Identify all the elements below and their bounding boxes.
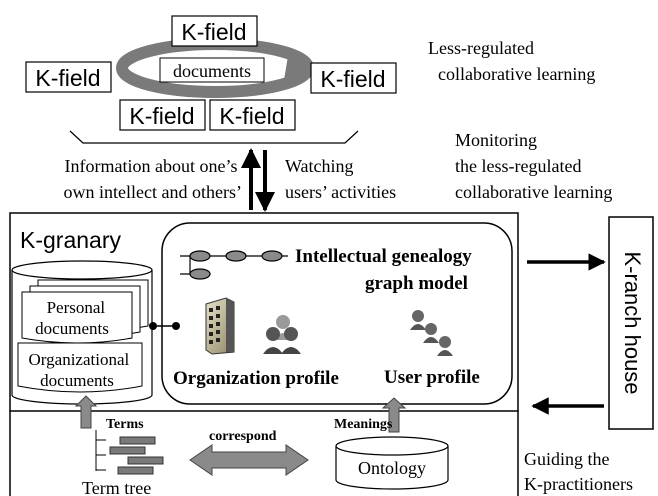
terms-label: Terms <box>106 417 144 432</box>
kfield-label-bottom-left: K-field <box>129 103 194 129</box>
kfield-box-bottom-left <box>119 99 206 131</box>
genealogy-title: Intellectual genealogy graph model <box>295 246 477 294</box>
guiding-caption: Guiding the K-practitioners <box>524 449 633 494</box>
people-group-icon <box>263 315 301 354</box>
term-tree-icon <box>95 430 164 475</box>
documents-label: documents <box>173 61 251 81</box>
info-about-intellect-text: Information about one’s own intellect an… <box>64 156 242 202</box>
ontology-label: Ontology <box>358 458 426 478</box>
ontology-cylinder <box>335 436 449 490</box>
organizational-documents-page <box>17 342 143 393</box>
monitoring-caption: Monitoring the less-regulated collaborat… <box>455 130 612 202</box>
kfield-box-top <box>171 15 258 47</box>
personal-documents-stack <box>21 279 149 344</box>
kfield-box-bottom-right <box>209 99 296 131</box>
personal-documents-label: Personal documents <box>35 298 109 338</box>
organizational-documents-label: Organizational documents <box>29 350 134 390</box>
meanings-label: Meanings <box>334 417 393 432</box>
cycle-arrowhead <box>284 56 312 80</box>
k-granary-title: K-granary <box>20 227 121 253</box>
kfield-label-right: K-field <box>320 66 385 92</box>
kfield-box-right <box>310 62 397 94</box>
documents-box <box>159 57 265 83</box>
correspond-double-arrow <box>189 444 309 476</box>
kfield-box-left <box>25 61 112 93</box>
correspond-label: correspond <box>209 429 277 444</box>
k-ranch-house-label: K-ranch house <box>620 251 645 394</box>
less-regulated-caption: Less-regulated collaborative learning <box>428 38 595 84</box>
kfield-bracket <box>69 130 359 144</box>
watching-users-text: Watching users’ activities <box>285 156 396 202</box>
user-icon <box>410 310 453 356</box>
genealogy-model-box <box>161 222 513 405</box>
terms-up-arrow <box>74 395 98 429</box>
k-granary-box <box>9 212 519 412</box>
term-tree-label: Term tree <box>82 478 151 496</box>
db-model-connector <box>149 322 180 330</box>
building-icon <box>205 297 235 355</box>
organization-profile-label: Organization profile <box>173 368 339 389</box>
user-profile-label: User profile <box>384 367 480 388</box>
kfield-label-left: K-field <box>35 65 100 91</box>
genealogy-graph-icon <box>180 250 288 280</box>
k-ranch-house-box <box>608 216 654 430</box>
kfield-label-bottom-right: K-field <box>219 103 284 129</box>
document-database: Personal documents Organizational docume… <box>11 260 153 405</box>
meanings-up-arrow <box>381 397 407 433</box>
kfield-cluster: K-field K-field documents K-field K-fiel… <box>25 15 397 144</box>
kfield-label-top: K-field <box>181 19 246 45</box>
